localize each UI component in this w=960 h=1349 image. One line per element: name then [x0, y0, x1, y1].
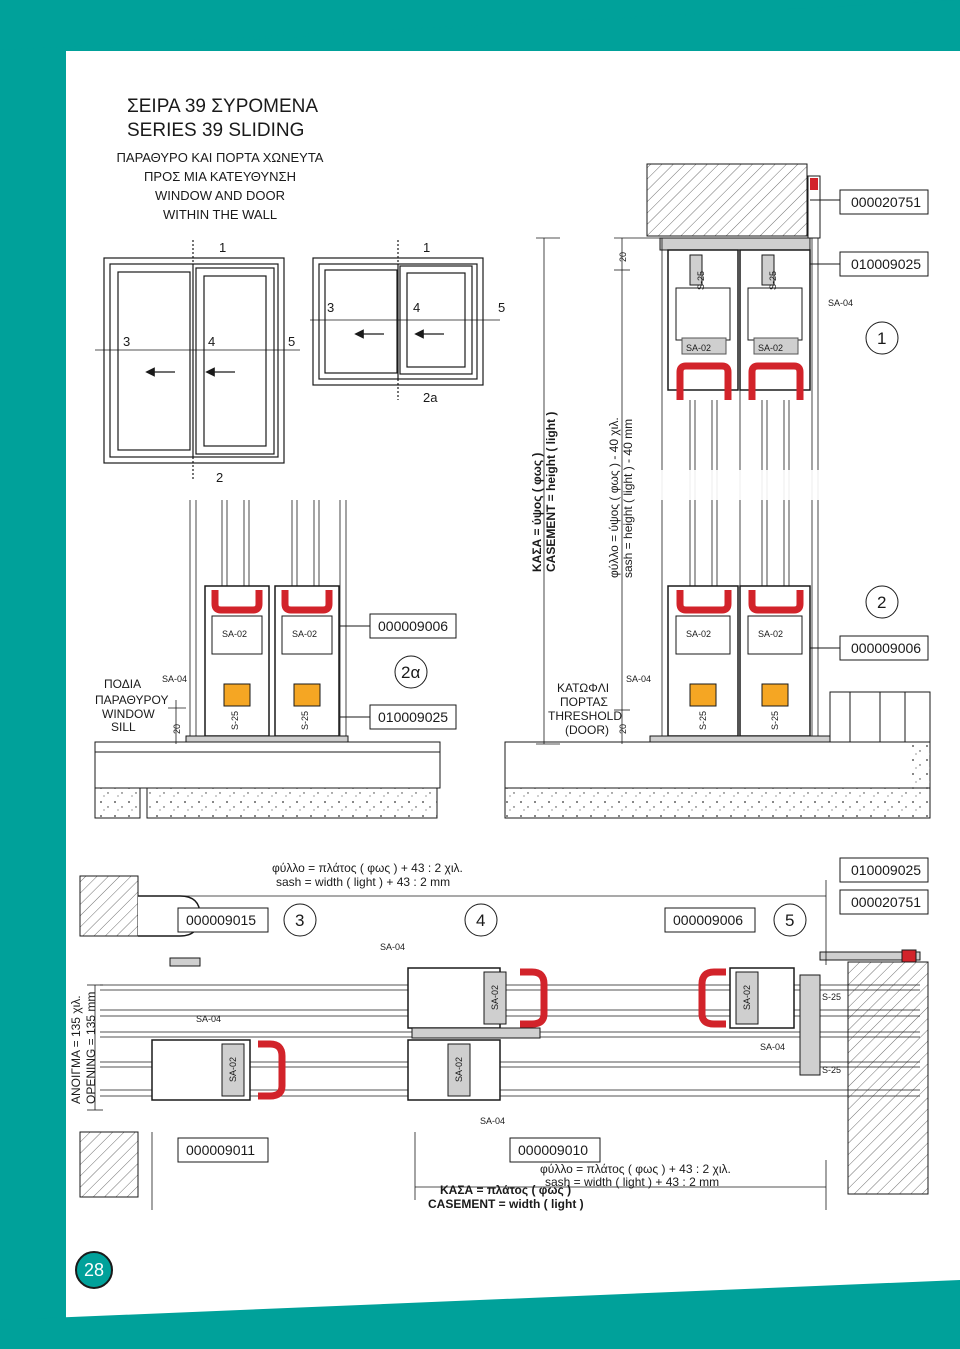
profile-sa02-h3: SA-02 [454, 1057, 464, 1082]
profile-sa02-h1: SA-02 [228, 1057, 238, 1082]
profile-s25-h2: S-25 [822, 1065, 841, 1075]
profile-sa02-b: SA-02 [758, 343, 783, 353]
badge-5: 5 [785, 911, 794, 930]
profile-sa02-a: SA-02 [686, 343, 711, 353]
code-000020751-top: 000020751 [851, 194, 921, 210]
sill-english-2: SILL [111, 720, 136, 734]
mark-3-window: 3 [123, 334, 130, 349]
code-000009010: 000009010 [518, 1142, 588, 1158]
profile-s25-h1: S-25 [822, 992, 841, 1002]
sill-greek-2: ΠΑΡΑΘΥΡΟΥ [95, 693, 168, 707]
profile-sa04-h4: SA-04 [480, 1116, 505, 1126]
mark-4-door: 4 [413, 300, 420, 315]
bottom-band [0, 1280, 960, 1349]
threshold-english-1: THRESHOLD [548, 709, 622, 723]
series-title-greek: ΣΕΙΡΑ 39 ΣΥΡΟΜΕΝΑ [127, 96, 319, 117]
code-000009006-h: 000009006 [673, 912, 743, 928]
threshold-greek-1: ΚΑΤΩΦΛΙ [557, 681, 609, 695]
code-010009025-h: 010009025 [851, 862, 921, 878]
mark-1-window: 1 [219, 240, 226, 255]
code-000009015: 000009015 [186, 912, 256, 928]
profile-sa02-c: SA-02 [686, 629, 711, 639]
profile-sa04-door: SA-04 [626, 674, 651, 684]
mark-5-door: 5 [498, 300, 505, 315]
mark-2-window: 2 [216, 470, 223, 485]
badge-2a: 2α [401, 663, 420, 682]
code-000009011: 000009011 [186, 1142, 255, 1158]
profile-sa02-f: SA-02 [292, 629, 317, 639]
code-010009025-left: 010009025 [378, 709, 448, 725]
left-band [0, 0, 66, 1349]
profile-s25-f: S-25 [300, 711, 310, 730]
profile-sa02-e: SA-02 [222, 629, 247, 639]
subtitle-english-1: WINDOW AND DOOR [155, 188, 285, 203]
series-title-english: SERIES 39 SLIDING [127, 120, 305, 141]
badge-3: 3 [295, 911, 304, 930]
code-boxes-horizontal [177, 857, 929, 1163]
subtitle-greek-1: ΠΑΡΑΘΥΡΟ ΚΑΙ ΠΟΡΤΑ ΧΩΝΕΥΤΑ [116, 150, 324, 165]
sash-height-greek: φύλλο = ύψος ( φως ) - 40 χιλ. [607, 417, 621, 578]
sash-width-greek: φύλλο = πλάτος ( φως ) + 43 : 2 χιλ. [272, 861, 463, 875]
profile-s25-e: S-25 [230, 711, 240, 730]
profile-sa02-h4: SA-02 [742, 985, 752, 1010]
profile-sa04-top: SA-04 [828, 298, 853, 308]
subtitle-greek-2: ΠΡΟΣ ΜΙΑ ΚΑΤΕΥΘΥΝΣΗ [144, 169, 296, 184]
mark-5-window: 5 [288, 334, 295, 349]
vertical-section-window-bottom [185, 500, 349, 745]
door-elevation [310, 240, 500, 400]
profile-s25-c: S-25 [698, 711, 708, 730]
mark-1-door: 1 [423, 240, 430, 255]
sash-width-english-bottom: sash = width ( light ) + 43 : 2 mm [545, 1175, 719, 1189]
badge-4: 4 [476, 911, 485, 930]
horizontal-section [79, 875, 929, 1210]
casement-height-greek: ΚΑΣΑ = ύψος ( φως ) [530, 453, 544, 572]
window-elevation [95, 240, 300, 480]
profile-sa04-h1: SA-04 [380, 942, 405, 952]
casement-width-english: CASEMENT = width ( light ) [428, 1197, 584, 1211]
mark-3-door: 3 [327, 300, 334, 315]
profile-s25-b: S-25 [768, 271, 778, 290]
vertical-section-door-bottom [649, 585, 931, 745]
vertical-section-top [646, 163, 827, 745]
casement-height-english: CASEMENT = height ( light ) [544, 412, 558, 572]
sill-english-1: WINDOW [102, 707, 155, 721]
profile-s25-d: S-25 [770, 711, 780, 730]
profile-s25-a: S-25 [696, 271, 706, 290]
opening-english: OPENING = 135 mm [84, 992, 98, 1104]
code-010009025-top: 010009025 [851, 256, 921, 272]
code-boxes-vertical [340, 189, 929, 730]
subtitle-english-2: WITHIN THE WALL [162, 207, 278, 222]
mark-4-window: 4 [208, 334, 215, 349]
code-000009006-right: 000009006 [851, 640, 921, 656]
profile-sa02-h2: SA-02 [490, 985, 500, 1010]
page-number: 28 [75, 1251, 113, 1289]
profile-sa04-h3: SA-04 [760, 1042, 785, 1052]
dim-20-top: 20 [618, 252, 628, 262]
profile-sa04-h2: SA-04 [196, 1014, 221, 1024]
badge-1: 1 [877, 329, 886, 348]
opening-greek: ΑΝΟΙΓΜΑ = 135 χιλ. [69, 995, 83, 1104]
badge-2: 2 [877, 593, 886, 612]
sash-height-english: sash = height ( light ) - 40 mm [621, 419, 635, 578]
sash-width-greek-bottom: φύλλο = πλάτος ( φως ) + 43 : 2 χιλ. [540, 1162, 731, 1176]
threshold-greek-2: ΠΟΡΤΑΣ [560, 695, 608, 709]
code-000020751-h: 000020751 [851, 894, 921, 910]
dim-20-door: 20 [618, 724, 628, 734]
profile-sa02-d: SA-02 [758, 629, 783, 639]
profile-sa04-window: SA-04 [162, 674, 187, 684]
threshold-english-2: (DOOR) [565, 723, 609, 737]
code-000009006-left: 000009006 [378, 618, 448, 634]
casement-width-greek: ΚΑΣΑ = πλάτος ( φως ) [440, 1183, 571, 1197]
wall-floor [94, 741, 931, 819]
sash-width-english: sash = width ( light ) + 43 : 2 mm [276, 875, 450, 889]
dim-20-window: 20 [172, 724, 182, 734]
mark-2a-door: 2a [423, 390, 438, 405]
sill-greek-1: ΠΟΔΙΑ [104, 677, 141, 691]
